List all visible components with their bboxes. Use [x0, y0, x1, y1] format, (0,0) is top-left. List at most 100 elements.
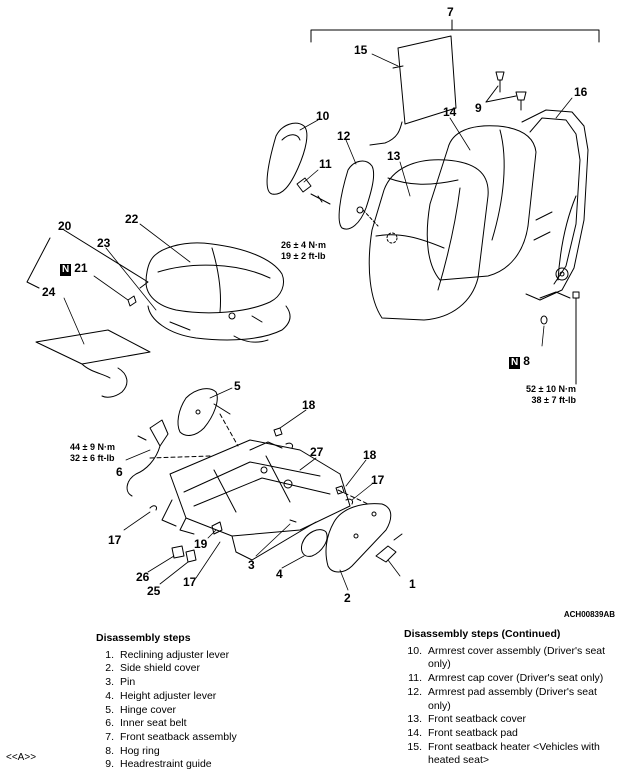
assembly-bracket-20: [26, 229, 149, 289]
fasteners: [149, 427, 353, 523]
n-badge: N: [509, 357, 521, 369]
step-item: 4. Height adjuster lever: [96, 690, 306, 704]
step-number: 12.: [407, 685, 422, 698]
step-text: Hinge cover: [120, 703, 177, 716]
step-text: Inner seat belt: [120, 717, 187, 730]
armrest-cover: [266, 122, 308, 195]
callout-5: 5: [234, 379, 241, 393]
callout-21-number: 21: [74, 261, 88, 275]
seat-cushion-pad: [147, 305, 291, 343]
step-number: 13.: [407, 713, 422, 726]
callout-4: 4: [276, 567, 283, 581]
disassembly-steps-continued: Disassembly steps (Continued) 10.Armrest…: [404, 628, 619, 768]
assembly-bracket-7: [310, 19, 600, 43]
step-item: 6. Inner seat belt: [96, 717, 306, 731]
clip-21: [127, 295, 137, 307]
steps-title: Disassembly steps: [96, 632, 191, 644]
armrest-pad: [338, 160, 379, 230]
callout-15: 15: [354, 43, 368, 57]
step-text: Front seatback heater <Vehicles with hea…: [428, 740, 600, 767]
step-number: 14.: [407, 726, 422, 739]
section-marker-link[interactable]: <<A>>: [6, 752, 37, 763]
leader-lines: [63, 53, 573, 591]
step-text: Armrest cap cover (Driver's seat only): [428, 672, 604, 685]
seatback-frame: [521, 109, 589, 301]
seat-cushion-heater: [35, 329, 151, 398]
callout-10: 10: [316, 109, 330, 123]
seatback-pad: [426, 125, 537, 281]
height-adjuster-lever: [301, 529, 328, 557]
callout-6: 6: [116, 465, 123, 479]
torque-ftlb: 32 ± 6 ft-lb: [70, 453, 115, 463]
torque-ftlb: 38 ± 7 ft-lb: [531, 395, 576, 405]
step-number: 6.: [105, 717, 114, 730]
step-number: 11.: [408, 672, 422, 685]
callout-24: 24: [42, 285, 56, 299]
step-text: Pin: [120, 676, 136, 689]
frame-bolt: [572, 291, 580, 385]
step-number: 5.: [105, 703, 114, 716]
side-shield-cover: [325, 503, 392, 573]
armrest-cap-cover: [296, 177, 331, 205]
step-text: Front seatback cover: [428, 713, 527, 726]
seat-cushion-cover: [145, 242, 284, 320]
seat-frame-assembly: [149, 413, 369, 561]
step-number: 8.: [105, 744, 114, 757]
callout-3: 3: [248, 558, 255, 572]
hog-ring: [540, 315, 548, 325]
callout-18-right: 18: [363, 448, 377, 462]
step-text: Armrest pad assembly (Driver's seat only…: [428, 685, 597, 712]
callout-17-left: 17: [108, 533, 122, 547]
callout-27: 27: [310, 445, 324, 459]
step-text: Reclining adjuster lever: [120, 648, 230, 661]
callout-7: 7: [447, 5, 454, 19]
step-item: 13. Front seatback cover: [404, 713, 619, 727]
step-number: 15.: [407, 740, 422, 753]
step-number: 7.: [105, 730, 114, 743]
step-text: Height adjuster lever: [120, 689, 217, 702]
disassembly-steps: Disassembly steps 1. Reclining adjuster l…: [96, 632, 306, 772]
callout-18-top: 18: [302, 398, 316, 412]
step-text: Armrest cover assembly (Driver's seat on…: [428, 644, 606, 671]
torque-spec-seatbelt: 44 ± 9 N·m 32 ± 6 ft-lb: [70, 442, 115, 464]
torque-ftlb: 19 ± 2 ft-lb: [281, 251, 326, 261]
callout-13: 13: [387, 149, 401, 163]
step-item: 8. Hog ring: [96, 745, 306, 759]
callout-17-right: 17: [371, 473, 385, 487]
step-number: 4.: [105, 689, 114, 702]
step-number: 10.: [407, 644, 422, 657]
step-item: 9. Headrestraint guide: [96, 758, 306, 772]
callout-22: 22: [125, 212, 139, 226]
step-text: Side shield cover: [120, 662, 200, 675]
step-number: 2.: [105, 662, 114, 675]
callout-9: 9: [475, 101, 482, 115]
seatback-heater: [369, 35, 457, 146]
figure-code: ACH00839AB: [563, 610, 615, 619]
torque-nm: 44 ± 9 N·m: [70, 442, 115, 452]
step-item: 1. Reclining adjuster lever: [96, 649, 306, 663]
seat-exploded-diagram: [26, 19, 600, 591]
callout-12: 12: [337, 129, 351, 143]
step-item: 15. Front seatback heater <Vehicles with …: [404, 741, 619, 768]
callout-17-bottom: 17: [183, 575, 197, 589]
step-number: 1.: [105, 648, 114, 661]
step-item: 12. Armrest pad assembly (Driver's seat o…: [404, 686, 619, 713]
reclining-adjuster-lever: [375, 533, 403, 563]
callout-20: 20: [58, 219, 72, 233]
torque-nm: 26 ± 4 N·m: [281, 240, 326, 250]
torque-spec-frame: 52 ± 10 N·m 38 ± 7 ft-lb: [526, 384, 576, 406]
callout-8-number: 8: [523, 354, 530, 368]
step-number: 9.: [105, 758, 114, 771]
step-text: Headrestraint guide: [120, 758, 212, 771]
step-item: 2. Side shield cover: [96, 662, 306, 676]
step-text: Front seatback assembly: [120, 730, 237, 743]
inner-seat-belt: [126, 419, 169, 497]
callout-2: 2: [344, 591, 351, 605]
step-text: Hog ring: [120, 744, 160, 757]
step-text: Front seatback pad: [428, 726, 518, 739]
seatback-cover: [368, 159, 489, 321]
callout-19: 19: [194, 537, 208, 551]
step-item: 5. Hinge cover: [96, 704, 306, 718]
